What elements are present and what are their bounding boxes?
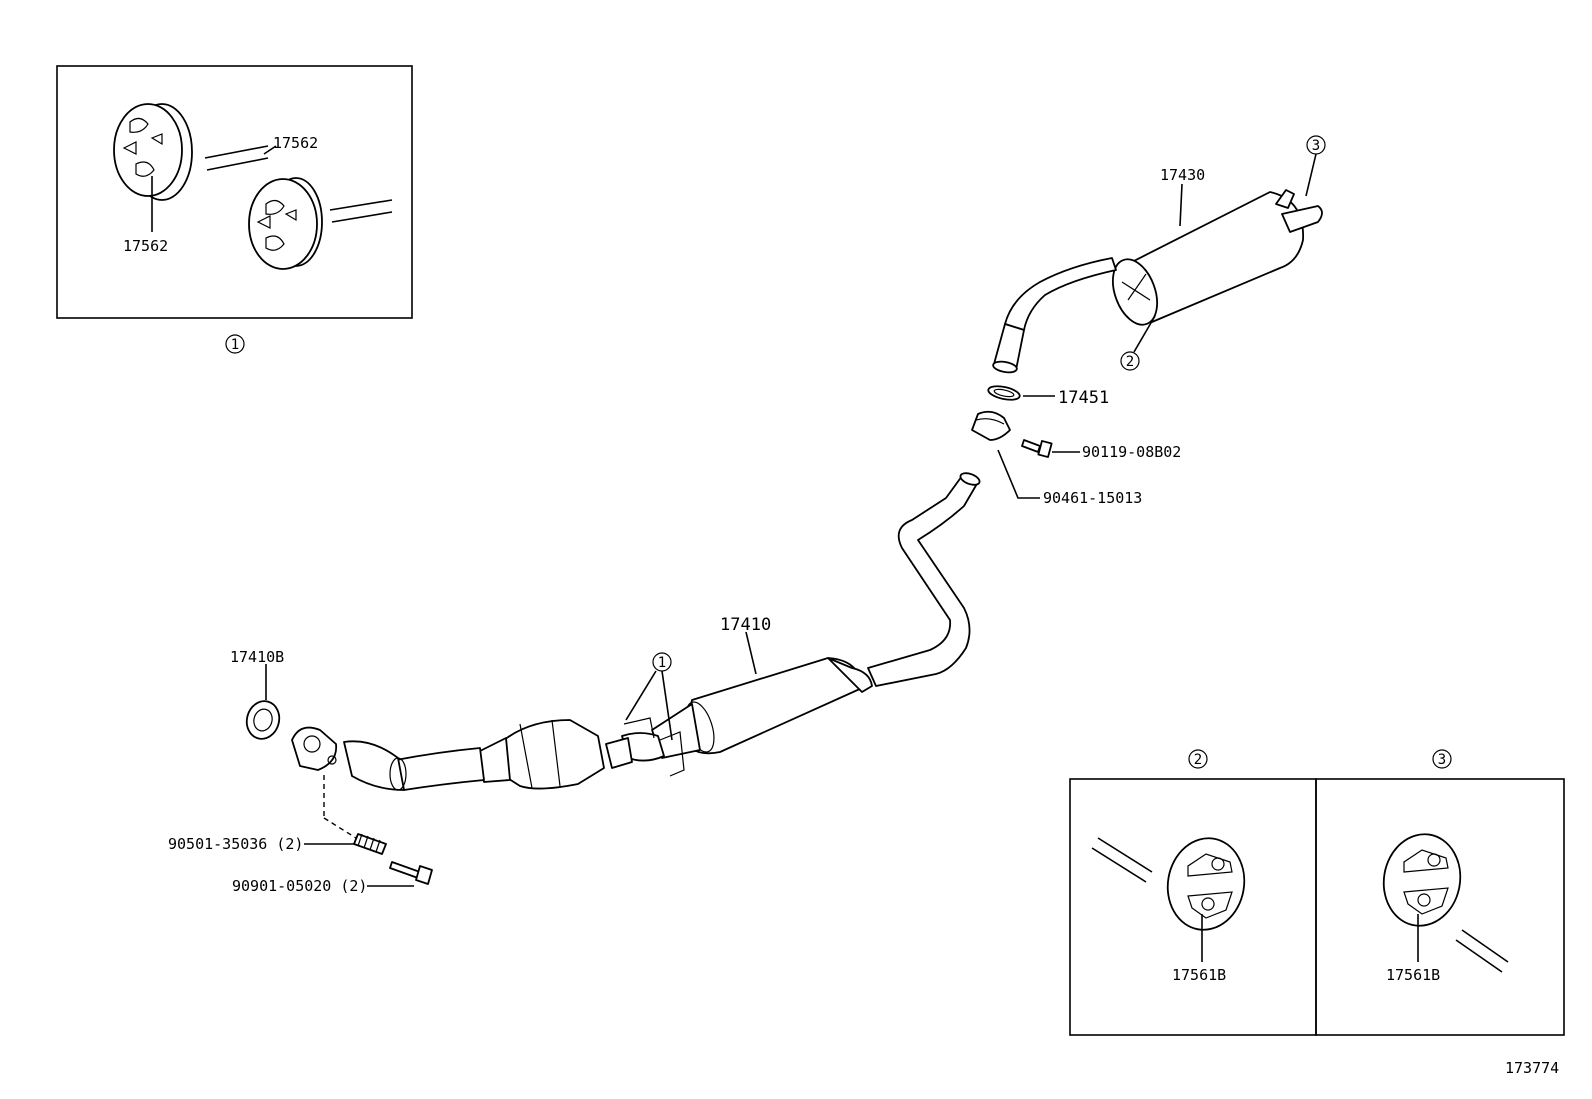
callout-1-box-text: 1 [231, 337, 239, 353]
rubber-hanger-17561B-box2 [1091, 837, 1246, 931]
detail-box-1 [56, 65, 413, 319]
rubber-hanger-17561B-box3 [1382, 833, 1509, 973]
callout-3-box: 3 [1432, 749, 1452, 769]
label-90461-15013: 90461-15013 [1043, 489, 1142, 507]
hanger-rod-stubs-box1 [204, 145, 393, 223]
leader-90461-15013 [997, 449, 1040, 499]
label-90119-08B02: 90119-08B02 [1082, 443, 1181, 461]
clamp-90461-15013 [971, 410, 1011, 441]
callout-3-muffler: 3 [1305, 135, 1326, 197]
figure-number: 173774 [1505, 1059, 1559, 1077]
callout-1-pipe: 1 [625, 652, 673, 741]
callout-2-muffler-text: 2 [1126, 354, 1134, 370]
front-gasket-17410B [245, 700, 281, 740]
label-17410B: 17410B [230, 648, 284, 666]
leader-17430 [1179, 183, 1183, 227]
callout-1-box: 1 [225, 334, 245, 354]
callout-2-box: 2 [1188, 749, 1208, 769]
detail-box-3 [1315, 778, 1565, 1036]
rubber-hanger-17562-right [248, 177, 323, 270]
callout-3-muffler-text: 3 [1312, 138, 1320, 154]
label-17561B-box2: 17561B [1172, 966, 1226, 984]
label-17561B-box3: 17561B [1386, 966, 1440, 984]
front-pipe-catalytic-converter [291, 719, 633, 791]
callout-3-box-text: 3 [1438, 752, 1446, 768]
label-17430: 17430 [1160, 166, 1205, 184]
rubber-hanger-17562-left [113, 103, 193, 201]
label-17410: 17410 [720, 615, 771, 635]
leader-17410 [745, 631, 757, 675]
label-90901-05020: 90901-05020 (2) [232, 877, 367, 895]
label-17562-upper: 17562 [273, 134, 318, 152]
leader-17562-upper [263, 145, 277, 155]
label-17562-lower: 17562 [123, 237, 168, 255]
callout-1-pipe-text: 1 [658, 655, 666, 671]
spring-90501-35036 [353, 833, 387, 855]
label-17451: 17451 [1058, 388, 1109, 408]
callout-2-muffler: 2 [1120, 315, 1156, 371]
center-pipe-17410 [621, 472, 981, 777]
bolt-90119-08B02 [1021, 439, 1053, 458]
gasket-ring-17451 [987, 385, 1021, 401]
stud-bolt-90901-05020 [389, 861, 433, 885]
tail-pipe-muffler-17430 [992, 189, 1323, 374]
callout-2-box-text: 2 [1194, 752, 1202, 768]
label-90501-35036: 90501-35036 (2) [168, 835, 303, 853]
